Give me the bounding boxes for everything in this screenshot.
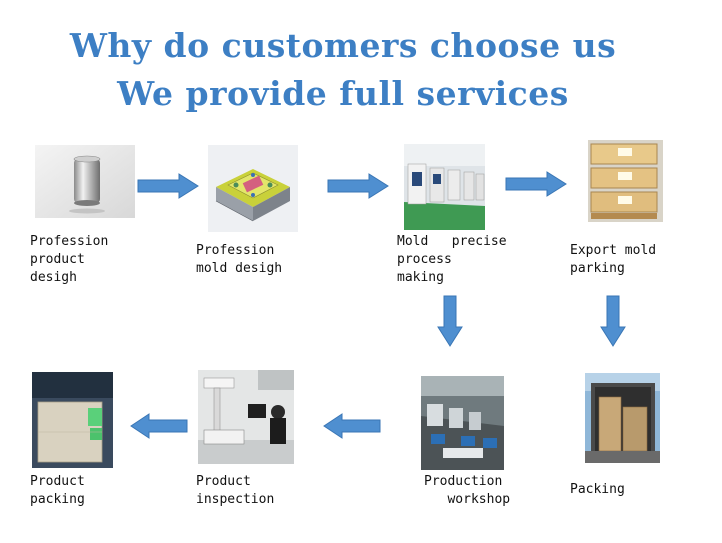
step-label-product-packing: Product packing: [30, 474, 85, 507]
shipping-container-photo: [585, 373, 660, 463]
arrow-right-icon: [327, 173, 389, 199]
step-label-product-inspection: Product inspection: [196, 474, 275, 507]
arrow-left-icon: [323, 413, 381, 439]
step-label-production-workshop: Production workshop: [424, 474, 511, 507]
arrow-right-icon: [505, 171, 567, 197]
arrow-left-icon: [130, 413, 188, 439]
aluminum-can-photo: [35, 145, 135, 218]
step-label-product-design: Profession product desigh: [30, 234, 109, 285]
machining-workshop-photo: [404, 144, 485, 230]
production-line-photo: [421, 376, 504, 470]
step-label-mold-design: Profession mold desigh: [196, 243, 283, 276]
title-line-2: We provide full services: [117, 74, 569, 113]
arrow-down-icon: [600, 295, 626, 347]
arrow-right-icon: [137, 173, 199, 199]
step-label-mold-making: Mold precise process making: [397, 234, 507, 285]
carton-box-photo: [32, 372, 113, 468]
step-label-export-mold-packing: Export mold parking: [570, 243, 657, 276]
step-label-packing: Packing: [570, 482, 625, 497]
title-line-1: Why do customers choose us: [69, 26, 617, 65]
mold-3d-model-photo: [208, 145, 298, 232]
arrow-down-icon: [437, 295, 463, 347]
inspection-lab-photo: [198, 370, 294, 464]
wooden-crates-photo: [588, 140, 663, 222]
